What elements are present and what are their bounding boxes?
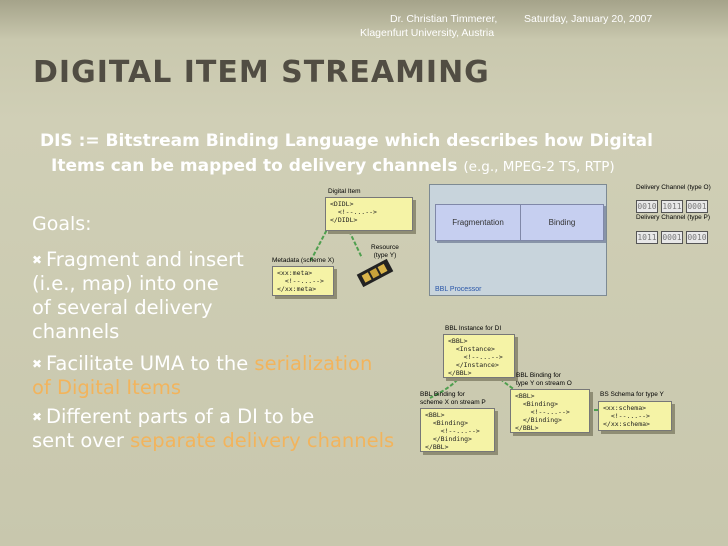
resource-label: Resource (type Y) (371, 244, 399, 260)
instance-label: BBL Instance for DI (445, 325, 502, 332)
channel-cell: 1011 (661, 200, 683, 213)
resource-label-1: Resource (371, 244, 399, 251)
instance-line: <BBL> (448, 337, 468, 345)
author-name: Dr. Christian Timmerer, (390, 13, 498, 25)
binding-p-label-2: scheme X on stream P (420, 399, 486, 406)
schema-document: <xx:schema> <!--...--> </xx:schema> (598, 401, 672, 431)
didl-line: </DIDL> (330, 216, 358, 224)
binding-p-label: BBL Binding for scheme X on stream P (420, 391, 486, 407)
intro-line-2: Items can be mapped to delivery channels… (51, 154, 615, 179)
goal-2-highlight: serialization (254, 352, 373, 375)
binding-o-label: BBL Binding for type Y on stream O (516, 372, 572, 388)
binding-p-line: </BBL> (425, 443, 449, 451)
goal-1-line-2: (i.e., map) into one (32, 272, 219, 295)
channel-cell: 0010 (636, 200, 658, 213)
resource-label-2: (type Y) (373, 252, 397, 259)
schema-line: </xx:schema> (603, 420, 650, 428)
author-affiliation: Klagenfurt University, Austria (360, 27, 495, 39)
instance-document: <BBL> <Instance> <!--...--> </Instance> … (443, 334, 515, 378)
binding-o-line: <Binding> (515, 400, 559, 408)
schema-line: <!--...--> (603, 412, 650, 420)
goal-1-line-4: channels (32, 320, 120, 343)
didl-line: <DIDL> (330, 200, 354, 208)
channel-cell: 0010 (686, 231, 708, 244)
goal-1-line-1: Fragment and insert (46, 248, 244, 271)
goal-2-highlight-2: of Digital Items (32, 376, 181, 399)
slide-title: DIGITAL ITEM STREAMING (33, 55, 490, 90)
bbl-processor: Fragmentation Binding BBL Processor (429, 184, 607, 296)
intro-line-1: DIS := Bitstream Binding Language which … (40, 131, 653, 151)
processor-label: BBL Processor (435, 286, 482, 293)
goal-1-line-3: of several delivery (32, 296, 213, 319)
channel-o-label: Delivery Channel (type O) (636, 184, 711, 191)
schema-line: <xx:schema> (603, 404, 647, 412)
goal-fragment: ✖Fragment and insert (i.e., map) into on… (32, 248, 244, 344)
goal-2-text: Facilitate UMA to the (46, 352, 249, 375)
channel-cell: 0001 (661, 231, 683, 244)
instance-line: </Instance> (448, 361, 499, 369)
goal-3-text: Different parts of a DI to be (46, 405, 315, 428)
film-strip-icon (356, 258, 394, 288)
binding-o-label-1: BBL Binding for (516, 372, 561, 379)
x-bullet-icon: ✖ (32, 253, 43, 267)
didl-line: <!--...--> (330, 208, 377, 216)
binding-o-line: </BBL> (515, 424, 539, 432)
instance-line: <Instance> (448, 345, 495, 353)
binding-o-document: <BBL> <Binding> <!--...--> </Binding> </… (510, 389, 590, 433)
channel-p-label: Delivery Channel (type P) (636, 214, 711, 221)
goal-3-highlight: separate delivery channels (130, 429, 395, 452)
binding-p-line: <Binding> (425, 419, 469, 427)
metadata-label: Metadata (scheme X) (272, 257, 335, 264)
binding-o-label-2: type Y on stream O (516, 380, 572, 387)
goal-uma: ✖Facilitate UMA to the serialization of … (32, 352, 372, 400)
metadata-document: <xx:meta> <!--...--> </xx:meta> (272, 266, 334, 296)
didl-document: <DIDL> <!--...--> </DIDL> (325, 197, 413, 231)
x-bullet-icon: ✖ (32, 410, 43, 424)
binding-box: Binding (520, 204, 604, 241)
binding-p-document: <BBL> <Binding> <!--...--> </Binding> </… (420, 408, 495, 452)
binding-p-line: <!--...--> (425, 427, 480, 435)
schema-label: BS Schema for type Y (600, 391, 664, 398)
binding-o-line: </Binding> (515, 416, 562, 424)
binding-o-line: <!--...--> (515, 408, 570, 416)
binding-p-label-1: BBL Binding for (420, 391, 465, 398)
goal-channels: ✖Different parts of a DI to be sent over… (32, 405, 394, 453)
channel-cell: 1011 (636, 231, 658, 244)
goals-heading: Goals: (32, 213, 92, 235)
instance-line: <!--...--> (448, 353, 503, 361)
slide-date: Saturday, January 20, 2007 (524, 13, 653, 25)
binding-o-line: <BBL> (515, 392, 535, 400)
fragmentation-box: Fragmentation (435, 204, 521, 241)
instance-line: </BBL> (448, 369, 472, 377)
binding-p-line: <BBL> (425, 411, 445, 419)
channel-cell: 0001 (686, 200, 708, 213)
binding-p-line: </Binding> (425, 435, 472, 443)
metadata-line: </xx:meta> (277, 285, 317, 293)
metadata-line: <xx:meta> (277, 269, 313, 277)
x-bullet-icon: ✖ (32, 357, 43, 371)
metadata-line: <!--...--> (277, 277, 324, 285)
digital-item-label: Digital Item (328, 188, 361, 195)
intro-line-2-text: Items can be mapped to delivery channels (51, 156, 458, 176)
goal-3-text-2: sent over (32, 429, 124, 452)
intro-example: (e.g., MPEG-2 TS, RTP) (463, 159, 615, 175)
